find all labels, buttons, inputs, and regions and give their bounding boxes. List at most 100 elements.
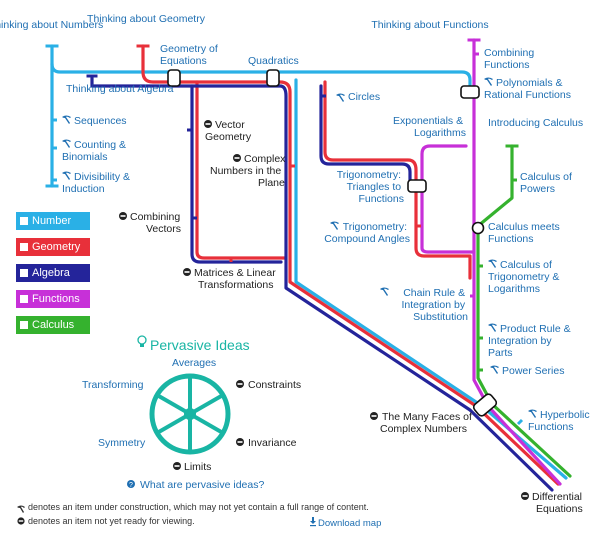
algebra-trig bbox=[319, 84, 412, 188]
legend-number[interactable]: Number bbox=[16, 212, 90, 230]
legend-square bbox=[20, 269, 28, 277]
station-calculus-trig[interactable]: Calculus of Trigonometry & Logarithms bbox=[488, 259, 562, 295]
not-ready-icon bbox=[233, 154, 241, 162]
station-exponentials[interactable]: Exponentials & Logarithms bbox=[393, 115, 466, 139]
idea-averages[interactable]: Averages bbox=[172, 357, 216, 369]
legend-label: Functions bbox=[32, 293, 80, 305]
calculus-line bbox=[476, 144, 572, 478]
line-names: Thinking about Numbers Thinking about Ge… bbox=[0, 13, 583, 129]
pick-icon bbox=[336, 93, 345, 102]
legend-label: Number bbox=[32, 215, 72, 227]
functions-line bbox=[472, 38, 562, 486]
station-matrices[interactable]: Matrices & Linear Transformations bbox=[194, 267, 279, 291]
station-counting-binomials[interactable]: Counting & Binomials bbox=[62, 139, 129, 163]
idea-symmetry[interactable]: Symmetry bbox=[98, 437, 146, 449]
geometry-trig bbox=[323, 80, 472, 280]
geometry-branch bbox=[195, 80, 287, 260]
pick-icon bbox=[62, 171, 71, 180]
interchange-geometry-of-equations[interactable] bbox=[167, 69, 181, 87]
interchanges bbox=[167, 69, 498, 418]
station-trig-triangles[interactable]: Trigonometry: Triangles to Functions bbox=[337, 169, 404, 205]
station-geometry-of-equations[interactable]: Geometry of Equations bbox=[160, 43, 221, 67]
not-ready-icon bbox=[119, 212, 127, 220]
idea-invariance[interactable]: Invariance bbox=[248, 437, 297, 449]
station-hyperbolic[interactable]: Hyperbolic Functions bbox=[528, 409, 593, 433]
interchange-trig-triangles[interactable] bbox=[407, 179, 427, 193]
pick-icon bbox=[488, 259, 497, 268]
station-sequences[interactable]: Sequences bbox=[74, 115, 127, 127]
functions-line-label[interactable]: Thinking about Functions bbox=[371, 19, 488, 31]
station-many-faces[interactable]: The Many Faces of Complex Numbers bbox=[380, 411, 475, 435]
legend-functions[interactable]: Functions bbox=[16, 290, 90, 308]
calculus-line-label[interactable]: Introducing Calculus bbox=[488, 117, 583, 129]
not-ready-icon bbox=[521, 492, 529, 500]
lightbulb-icon bbox=[137, 335, 147, 347]
geometry-line bbox=[141, 44, 560, 486]
station-divisibility-induction[interactable]: Divisibility & Induction bbox=[62, 171, 133, 195]
idea-transforming[interactable]: Transforming bbox=[82, 379, 144, 391]
legend-label: Geometry bbox=[32, 241, 81, 253]
note-not-ready-icon bbox=[17, 517, 25, 525]
pervasive-wheel-icon[interactable] bbox=[149, 373, 231, 455]
pick-icon bbox=[528, 409, 537, 418]
geometry-line-label[interactable]: Thinking about Geometry bbox=[87, 13, 206, 25]
station-trig-compound[interactable]: Trigonometry: Compound Angles bbox=[324, 221, 410, 245]
pick-icon bbox=[484, 77, 493, 86]
legend-calculus[interactable]: Calculus bbox=[16, 316, 90, 334]
legend-algebra[interactable]: Algebra bbox=[16, 264, 90, 282]
pervasive-help-link[interactable]: What are pervasive ideas? bbox=[140, 479, 264, 491]
idea-constraints[interactable]: Constraints bbox=[248, 379, 301, 391]
note-pick-icon bbox=[17, 505, 25, 513]
station-vector-geometry[interactable]: Vector Geometry bbox=[205, 119, 252, 143]
route-lines bbox=[50, 38, 572, 492]
termini bbox=[45, 38, 519, 188]
station-calculus-of-powers[interactable]: Calculus of Powers bbox=[520, 171, 575, 195]
algebra-line-label[interactable]: Thinking about Algebra bbox=[66, 83, 174, 95]
not-ready-icon bbox=[183, 268, 191, 276]
station-combining-functions[interactable]: Combining Functions bbox=[484, 47, 537, 71]
pick-icon bbox=[490, 365, 499, 374]
svg-text:?: ? bbox=[129, 482, 133, 489]
download-icon bbox=[310, 517, 316, 527]
station-circles[interactable]: Circles bbox=[348, 91, 380, 103]
algebra-line bbox=[90, 76, 554, 492]
not-ready-icon bbox=[236, 438, 244, 446]
note-not-ready: denotes an item not yet ready for viewin… bbox=[28, 516, 195, 526]
pick-icon bbox=[330, 221, 339, 230]
functions-branch bbox=[420, 144, 476, 254]
not-ready-icon bbox=[236, 380, 244, 388]
not-ready-icon bbox=[370, 412, 378, 420]
interchange-polynomials[interactable] bbox=[460, 85, 480, 99]
number-line-south bbox=[294, 78, 568, 480]
interchange-many-faces[interactable] bbox=[472, 393, 498, 418]
legend-square bbox=[20, 217, 28, 225]
station-polynomials[interactable]: Polynomials & Rational Functions bbox=[484, 77, 571, 101]
pervasive-ideas: Pervasive Ideas Averages Transforming Co… bbox=[82, 335, 301, 491]
pervasive-title: Pervasive Ideas bbox=[150, 337, 250, 353]
station-ticks bbox=[52, 52, 524, 426]
station-product-rule[interactable]: Product Rule & Integration by Parts bbox=[488, 323, 574, 359]
station-complex-numbers-plane[interactable]: Complex Numbers in the Plane bbox=[210, 153, 288, 189]
note-construction: denotes an item under construction, whic… bbox=[28, 502, 369, 512]
download-map-link[interactable]: Download map bbox=[318, 518, 382, 529]
legend-label: Algebra bbox=[32, 267, 70, 279]
interchange-quadratics[interactable] bbox=[266, 69, 280, 87]
station-combining-vectors[interactable]: Combining Vectors bbox=[130, 211, 183, 235]
pick-icon bbox=[380, 287, 389, 296]
number-line-label[interactable]: Thinking about Numbers bbox=[0, 19, 103, 31]
station-chain-rule[interactable]: Chain Rule & Integration by Substitution bbox=[401, 287, 468, 323]
station-quadratics[interactable]: Quadratics bbox=[248, 55, 299, 67]
not-ready-icon bbox=[173, 462, 181, 470]
station-calculus-meets-functions[interactable]: Calculus meets Functions bbox=[488, 221, 563, 245]
interchange-calculus-meets-functions[interactable] bbox=[471, 221, 485, 235]
legend-square bbox=[20, 321, 28, 329]
legend-square bbox=[20, 295, 28, 303]
station-power-series[interactable]: Power Series bbox=[502, 365, 564, 377]
idea-limits[interactable]: Limits bbox=[184, 461, 211, 473]
station-differential-equations[interactable]: Differential Equations bbox=[532, 491, 585, 515]
pick-icon bbox=[488, 323, 497, 332]
legend-geometry[interactable]: Geometry bbox=[16, 238, 90, 256]
station-labels: Geometry of Equations Quadratics Circles… bbox=[62, 43, 593, 515]
pick-icon bbox=[62, 139, 71, 148]
